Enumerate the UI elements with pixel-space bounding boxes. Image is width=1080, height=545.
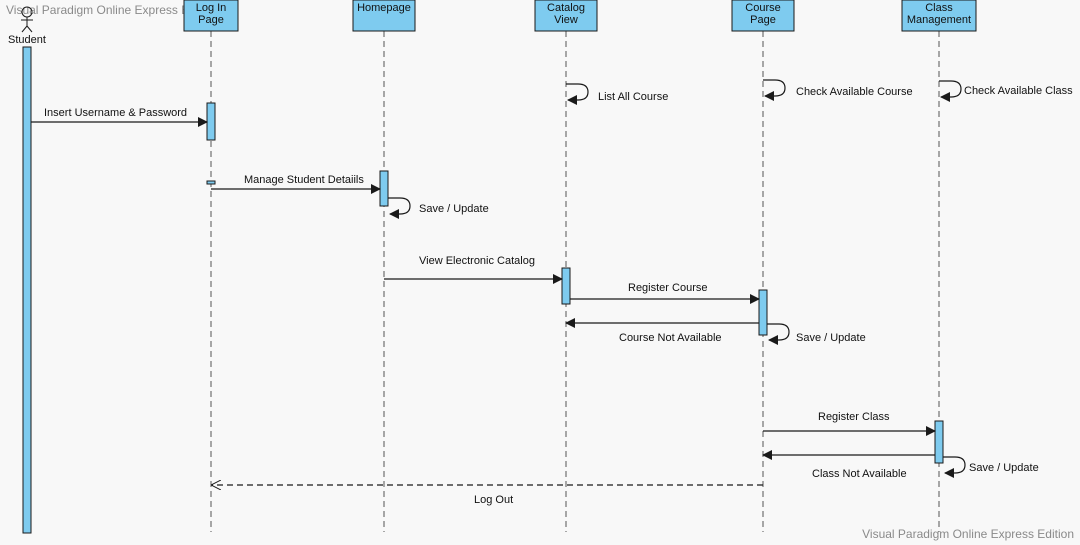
message-register-course-label: Register Course <box>628 282 707 294</box>
lifeline-course-label: Page <box>750 14 776 26</box>
lifeline-catalog-label: View <box>554 14 578 26</box>
message-class-not-available-label: Class Not Available <box>812 468 907 480</box>
message-log-out-label: Log Out <box>474 494 513 506</box>
lifeline-catalog-head <box>534 0 598 32</box>
stick-figure-leg <box>26 25 33 33</box>
lifeline-login-label: Log In <box>196 2 227 14</box>
watermark-top: Visual Paradigm Online Express Edition <box>6 3 218 17</box>
activation-bar-catalog <box>561 267 571 305</box>
message-list-all-course-arrow <box>566 83 589 105</box>
watermark-bottom: Visual Paradigm Online Express Edition <box>862 527 1074 541</box>
lifeline-class-label: Management <box>907 14 971 26</box>
lifeline-class-label: Class <box>925 2 953 14</box>
message-check-available-course-arrow <box>763 79 786 101</box>
message-manage-student-detaiils-label: Manage Student Detaiils <box>244 174 364 186</box>
lifeline-homepage-label: Homepage <box>357 2 411 14</box>
message-check-available-course-label: Check Available Course <box>796 86 913 98</box>
activation-bar-login <box>206 102 216 141</box>
message-save-update-arrow <box>767 323 790 345</box>
activation-bar-class <box>934 420 944 464</box>
lifeline-homepage-head <box>352 0 416 32</box>
activation-bar-student <box>22 46 32 534</box>
lifeline-course-label: Course <box>745 2 780 14</box>
message-save-update-label: Save / Update <box>796 332 866 344</box>
lifeline-login-label: Page <box>198 14 224 26</box>
stick-figure-leg <box>21 25 28 33</box>
actor-student-label: Student <box>8 34 46 46</box>
message-register-class-label: Register Class <box>818 411 890 423</box>
lifeline-class-head <box>901 0 977 32</box>
message-save-update-arrow <box>943 456 966 478</box>
lifeline-course-head <box>731 0 795 32</box>
message-list-all-course-label: List All Course <box>598 91 668 103</box>
message-view-electronic-catalog-label: View Electronic Catalog <box>419 255 535 267</box>
lifeline-catalog-label: Catalog <box>547 2 585 14</box>
activation-bar-login <box>206 180 216 185</box>
message-check-available-class-arrow <box>939 80 962 102</box>
activation-bar-course <box>758 289 768 336</box>
message-save-update-arrow <box>388 197 411 219</box>
message-save-update-label: Save / Update <box>969 462 1039 474</box>
message-save-update-label: Save / Update <box>419 203 489 215</box>
lifeline-login-head <box>183 0 239 32</box>
stick-figure-icon <box>21 6 33 18</box>
message-insert-username-password-label: Insert Username & Password <box>44 107 187 119</box>
message-check-available-class-label: Check Available Class <box>964 85 1073 97</box>
message-course-not-available-label: Course Not Available <box>619 332 722 344</box>
activation-bar-homepage <box>379 170 389 207</box>
